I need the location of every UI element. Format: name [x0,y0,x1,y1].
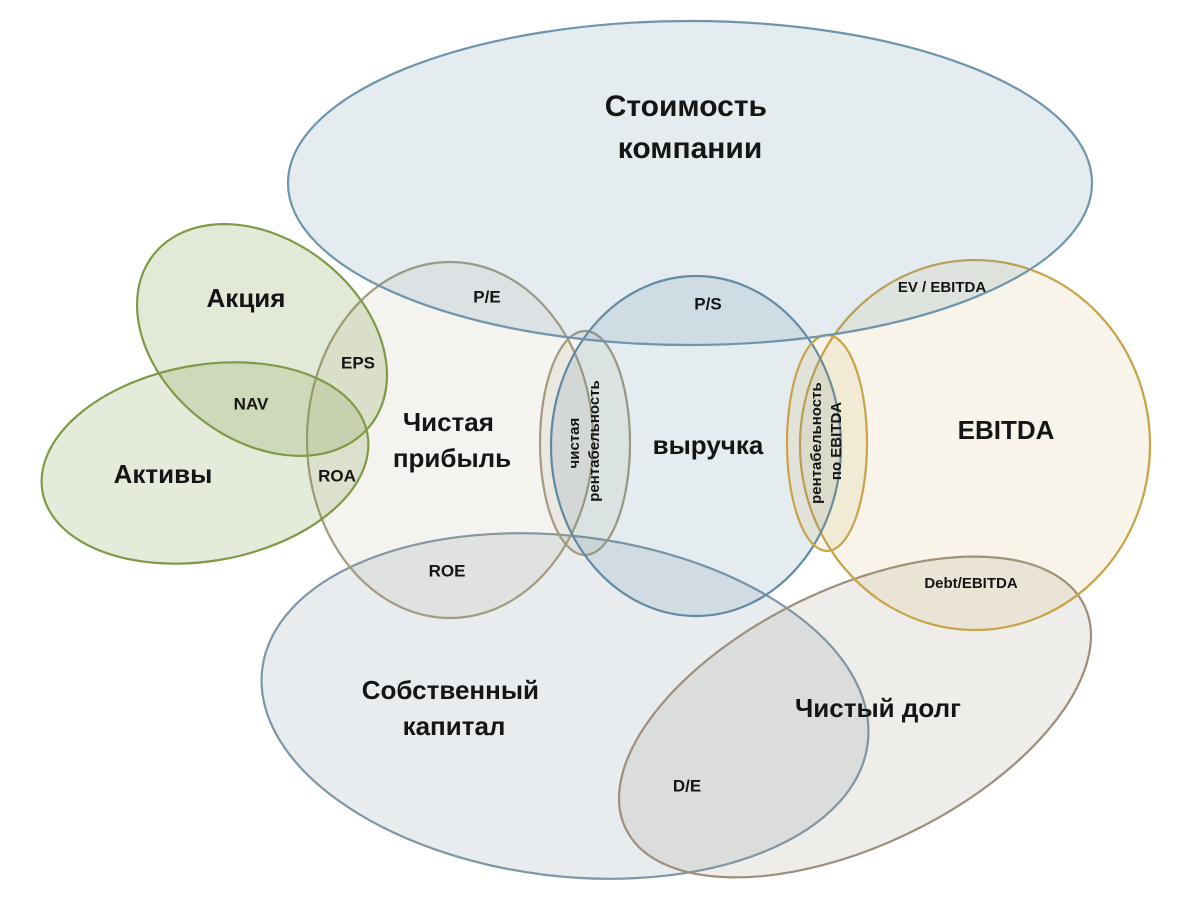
revenue-label: выручка [653,430,764,460]
de-label: D/E [673,776,701,795]
company-value-label: Стоимость компании [605,90,776,165]
assets-label: Активы [114,459,213,489]
ev-ebitda-label: EV / EBITDA [898,279,987,296]
revenue-set [549,274,843,618]
assets-set [40,361,370,565]
nav-label: NAV [234,394,269,413]
net-margin-label: чистая рентабельность [566,380,603,502]
debt-ebitda-label: Debt/EBITDA [924,575,1018,592]
net-debt-label: Чистый долг [795,693,961,723]
roa-label: ROA [318,466,356,485]
ebitda-label: EBITDA [958,415,1055,445]
share-set [135,223,389,457]
share-label: Акция [207,283,286,313]
eps-label: EPS [341,353,375,372]
equity-set [260,532,870,880]
ebitda-set [798,258,1152,632]
company-value-set [286,19,1094,347]
net-profit-label: Чистая прибыль [393,407,511,473]
equity-label: Собственный капитал [362,675,547,741]
pe-label: P/E [473,287,500,306]
net-profit-set [305,260,595,620]
ebitda-margin-label: рентабельность по EBITDA [808,378,845,504]
roe-label: ROE [429,561,466,580]
net-debt-set [617,555,1093,879]
ps-label: P/S [694,294,721,313]
